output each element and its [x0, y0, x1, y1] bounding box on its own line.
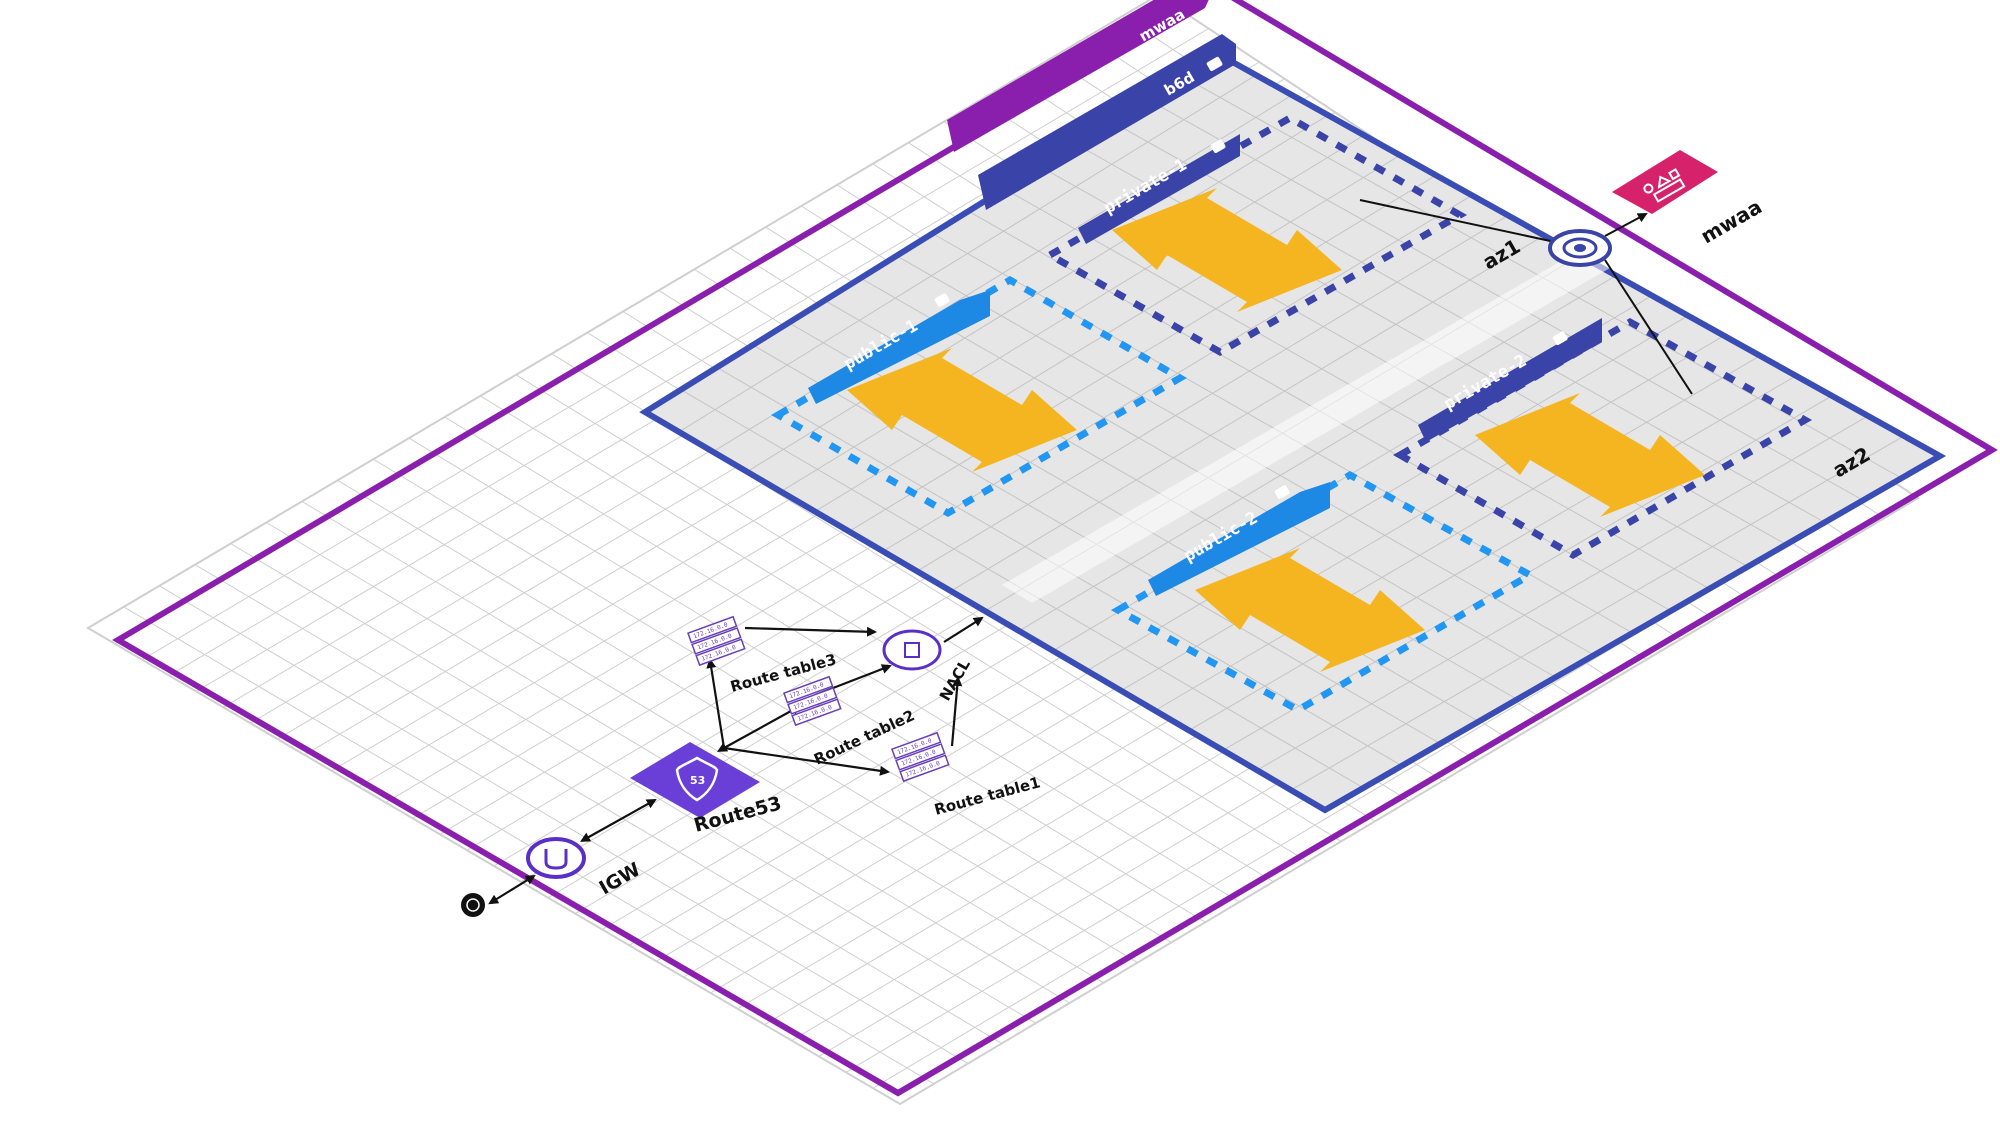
lock-icon: [1210, 139, 1226, 153]
subnet-public-1[interactable]: public-1: [771, 275, 1187, 518]
mwaa-service-label: mwaa: [1697, 194, 1766, 248]
grid-line: [1120, 335, 1725, 692]
grid-line: [950, 235, 1545, 592]
route-table-icon: 172.16.0.0 172.16.0.0 172.16.0.0: [687, 615, 746, 667]
globe-icon: [461, 893, 485, 917]
endpoint-icon[interactable]: [1548, 229, 1612, 267]
grid-line: [141, 28, 1209, 661]
grid-line: [712, 94, 1293, 453]
ec2-arrow-icon: [1195, 548, 1425, 672]
grid-line: [882, 194, 1473, 552]
lock-icon: [1274, 485, 1290, 499]
endpoint-links: [1359, 199, 1693, 395]
ec2-arrow-icon: [1112, 188, 1342, 312]
grid-line: [87, 0, 1151, 629]
igw-icon: [526, 837, 586, 879]
route-table-icon: 172.16.0.0 172.16.0.0 172.16.0.0: [783, 675, 842, 727]
lock-icon: [1206, 56, 1223, 71]
ec2-arrow-icon: [847, 348, 1077, 472]
ec2-arrow-icon: [1475, 393, 1705, 517]
az-separator: [1002, 250, 1610, 603]
grid-line: [746, 114, 1329, 473]
grid-line: [916, 214, 1509, 572]
grid-line: [899, 497, 1919, 1105]
lock-icon: [934, 293, 950, 307]
grid-line: [1256, 415, 1869, 771]
mwaa-icon: [1643, 168, 1686, 203]
nacl-icon: [882, 629, 942, 671]
grid-line: [678, 74, 1257, 433]
vpc-boundary: [112, 0, 1998, 1097]
cidr-tab[interactable]: b6d: [978, 34, 1236, 210]
grid-line: [1154, 355, 1761, 711]
lock-icon: [1552, 331, 1568, 345]
grid-line: [1018, 275, 1617, 632]
route53-badge: 53: [690, 774, 705, 787]
route53-icon: 53: [675, 756, 719, 802]
grid-line: [1188, 375, 1797, 731]
mwaa-service[interactable]: mwaa: [1612, 150, 1766, 248]
grid-line: [1290, 435, 1905, 791]
